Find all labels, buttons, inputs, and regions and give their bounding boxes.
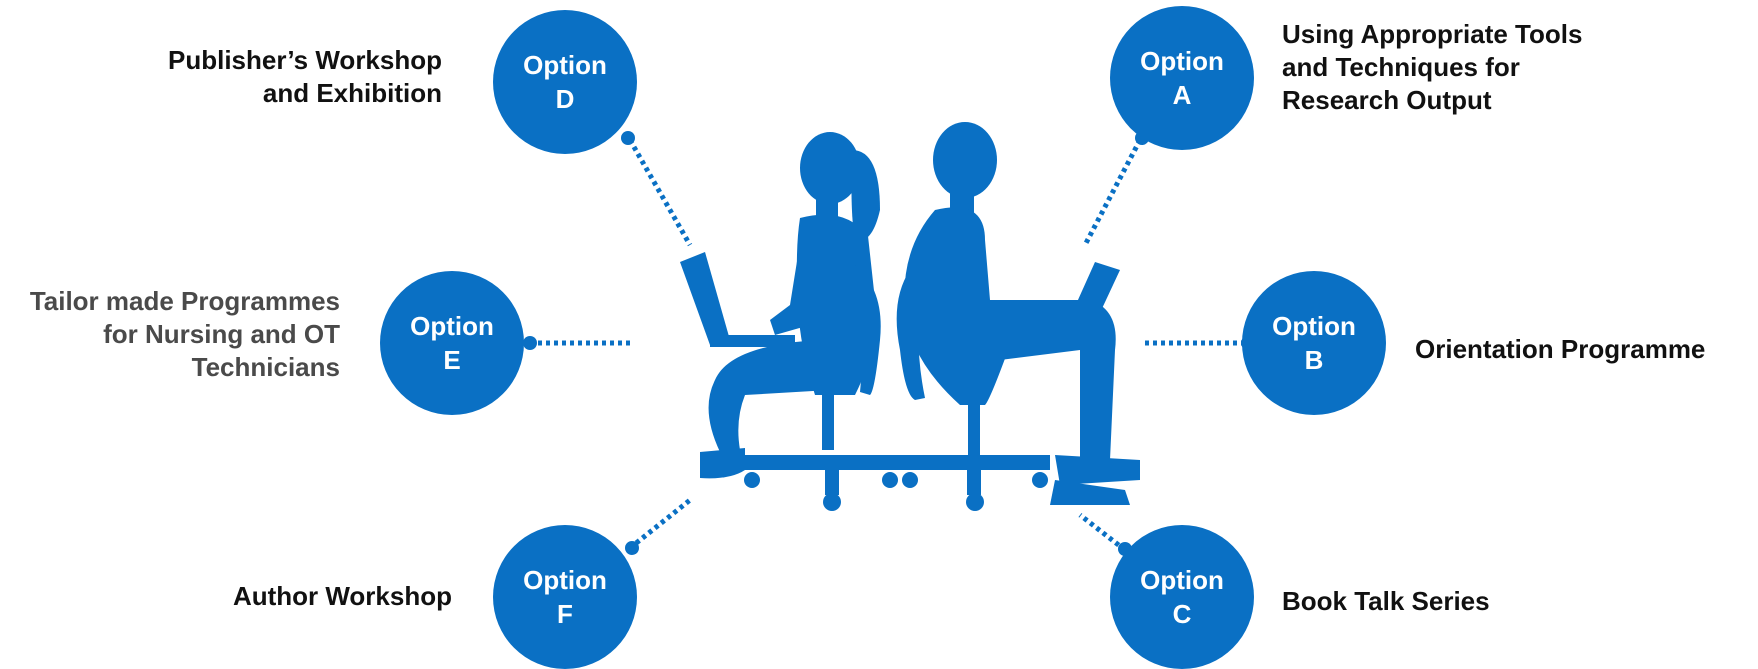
option-f-label: Author Workshop	[232, 581, 452, 611]
option-d-letter: D	[555, 84, 575, 114]
option-b-button[interactable]: Option B	[1242, 271, 1386, 415]
option-c-label: Book Talk Series	[1282, 586, 1490, 616]
option-d-label: Publisher’s Workshop and Exhibition	[167, 45, 442, 108]
option-a-letter: A	[1172, 80, 1192, 110]
connector-d	[627, 138, 693, 247]
option-c-letter: C	[1172, 599, 1192, 629]
connector-a	[1082, 138, 1143, 247]
option-d-button[interactable]: Option D	[493, 10, 637, 154]
option-e-label: Tailor made Programmes for Nursing and O…	[29, 286, 340, 382]
option-a-word: Option	[1140, 46, 1224, 76]
man-silhouette	[896, 122, 1140, 511]
option-a-button[interactable]: Option A	[1110, 6, 1254, 150]
option-e-word: Option	[410, 311, 494, 341]
connector-dot-d	[621, 131, 635, 145]
connector-dot-e	[523, 336, 537, 350]
option-b-label: Orientation Programme	[1415, 334, 1706, 364]
option-c-word: Option	[1140, 565, 1224, 595]
option-f-button[interactable]: Option F	[493, 525, 637, 669]
option-f-word: Option	[523, 565, 607, 595]
option-a-label: Using Appropriate Tools and Techniques f…	[1282, 19, 1583, 115]
option-b-word: Option	[1272, 311, 1356, 341]
option-d-word: Option	[523, 50, 607, 80]
woman-silhouette	[680, 132, 905, 511]
option-b-letter: B	[1304, 345, 1324, 375]
option-c-button[interactable]: Option C	[1110, 525, 1254, 669]
option-f-letter: F	[557, 599, 573, 629]
connector-c	[1078, 513, 1127, 552]
option-e-letter: E	[443, 345, 461, 375]
connector-dot-f	[625, 541, 639, 555]
option-e-button[interactable]: Option E	[380, 271, 524, 415]
connector-f	[628, 498, 692, 550]
